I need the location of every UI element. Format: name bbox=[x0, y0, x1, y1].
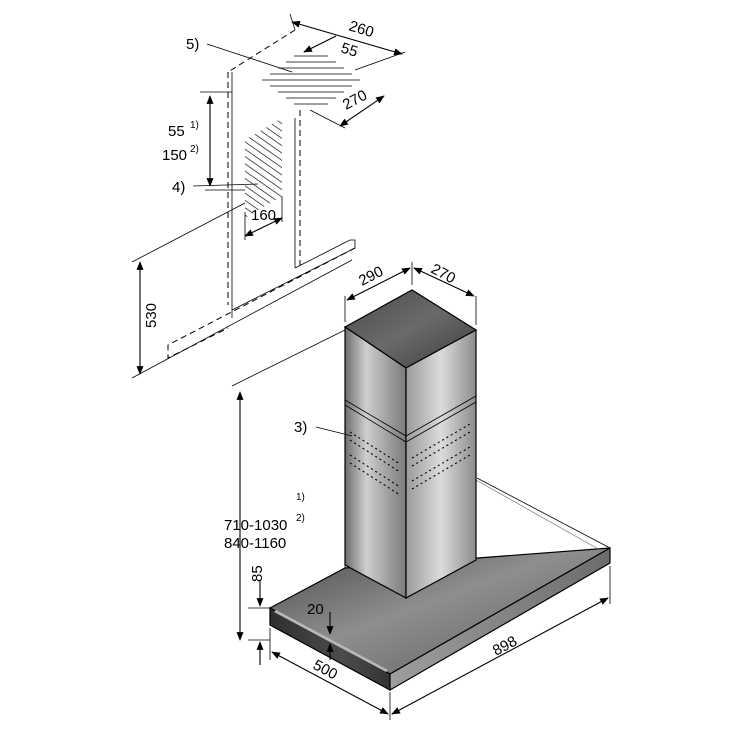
dim-270-top-label: 270 bbox=[340, 87, 370, 114]
ceiling-outlet-grille bbox=[262, 55, 360, 105]
chimney-duct-cover bbox=[343, 289, 478, 600]
vent-slots bbox=[349, 423, 471, 496]
callout-3: 3) bbox=[294, 419, 353, 437]
duct-outline-top bbox=[231, 239, 356, 311]
dimension-55-150: 55 1) 150 2) bbox=[162, 91, 245, 191]
callout-3-label: 3) bbox=[294, 419, 307, 436]
height-range-1-sup: 1) bbox=[296, 492, 305, 503]
dimension-270-top: 270 bbox=[309, 87, 385, 129]
callout-4: 4) bbox=[172, 179, 259, 196]
dimension-160: 160 bbox=[244, 196, 283, 240]
callout-4-label: 4) bbox=[172, 179, 185, 196]
dim-150-superscript: 2) bbox=[190, 144, 199, 155]
height-range-1: 710-1030 bbox=[224, 517, 287, 534]
dim-55-label: 55 bbox=[339, 40, 360, 61]
dim-55-label-vertical: 55 bbox=[168, 123, 185, 140]
height-range-2-sup: 2) bbox=[296, 513, 305, 524]
dimension-85: 85 bbox=[248, 565, 270, 665]
wall-vent-hatch bbox=[245, 118, 282, 218]
dim-85-label: 85 bbox=[249, 565, 266, 582]
dim-55-superscript: 1) bbox=[190, 120, 199, 131]
dimension-530: 530 bbox=[131, 202, 353, 379]
upper-installation-scheme: 260 55 270 5) 55 1) 150 2) 4 bbox=[131, 13, 406, 379]
dim-150-label: 150 bbox=[162, 147, 187, 164]
chimney-hood bbox=[268, 289, 611, 692]
callout-5-label: 5) bbox=[186, 36, 199, 53]
dimension-55: 55 bbox=[303, 35, 360, 61]
ceiling-dashed-outline bbox=[227, 29, 296, 73]
dim-290-label: 290 bbox=[356, 263, 386, 290]
dimension-total-height: 710-1030 1) 840-1160 2) bbox=[224, 329, 346, 641]
dim-260-label: 260 bbox=[347, 18, 376, 42]
dim-530-label: 530 bbox=[143, 303, 160, 328]
dimension-260: 260 bbox=[289, 13, 406, 71]
callout-5: 5) bbox=[186, 36, 293, 73]
dim-898-label: 898 bbox=[490, 633, 520, 660]
dim-20-label: 20 bbox=[307, 601, 324, 618]
height-range-2: 840-1160 bbox=[224, 535, 286, 552]
duct-dashed-outline bbox=[167, 247, 356, 359]
dim-270-chimney-label: 270 bbox=[428, 261, 458, 288]
dim-160-label: 160 bbox=[251, 207, 276, 224]
